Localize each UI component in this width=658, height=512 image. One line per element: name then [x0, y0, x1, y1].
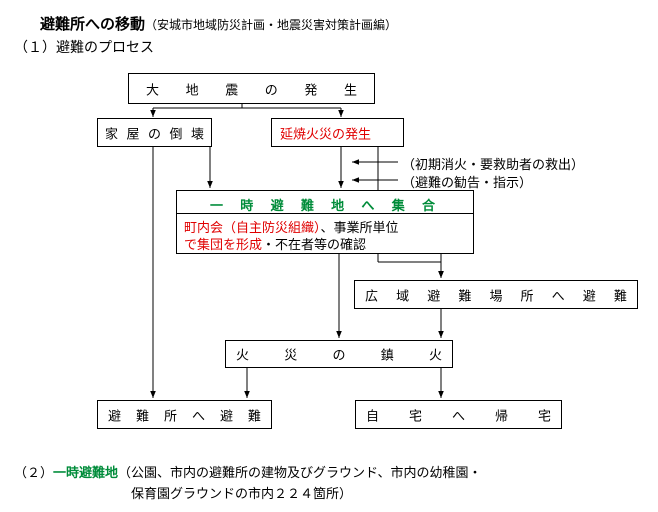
temp-evac-line2-black: ・不在者等の確認 — [262, 238, 367, 253]
box-char: 火 — [236, 348, 250, 364]
box-char: 生 — [343, 83, 357, 98]
page-title-row: 避難所への移動（安城市地域防災計画・地震災害対策計画編） — [40, 13, 397, 34]
footer-desc1: （公園、市内の避難所の建物及びグラウンド、市内の幼稚園・ — [118, 466, 482, 481]
box-char: 域 — [396, 289, 410, 304]
box-char: 発 — [304, 83, 318, 98]
box-char: 鎮 — [380, 348, 394, 364]
temp-evac-line2: で集団を形成・不在者等の確認 — [184, 234, 366, 253]
box-char: 難 — [247, 409, 261, 424]
footer-term: 一時避難地 — [53, 466, 119, 481]
temp-evac-line1-red: 町内会（自主防災組織） — [184, 221, 321, 236]
box-char: 宅 — [408, 409, 422, 424]
box-char: 一 — [210, 199, 224, 214]
box-char: 所 — [163, 409, 177, 424]
box-char: の — [332, 348, 346, 364]
box-fire-spread-text: 延焼火災の発生 — [280, 127, 372, 142]
box-wide-area-text: 広域避難場所へ避難 — [355, 285, 637, 304]
box-char: 火 — [428, 348, 442, 364]
box-house-collapse-text: 家屋の倒壊 — [98, 123, 211, 142]
box-char: 壊 — [190, 127, 204, 142]
box-char: 地 — [185, 83, 199, 98]
box-char: 時 — [240, 199, 254, 214]
box-char: 倒 — [169, 127, 183, 142]
box-char: 震 — [225, 83, 239, 98]
temp-evac-line2-red: で集団を形成 — [184, 238, 263, 253]
box-char: へ — [551, 289, 565, 304]
box-go-home: 自宅へ帰宅 — [355, 400, 562, 429]
box-char: 大 — [146, 83, 160, 98]
box-char: 難 — [458, 289, 472, 304]
page-title: 避難所への移動 — [40, 15, 146, 33]
box-char: 地 — [331, 199, 345, 214]
box-char: 宅 — [537, 409, 551, 424]
box-char: 避 — [270, 199, 284, 214]
box-to-shelter-text: 避難所へ避難 — [98, 405, 271, 424]
footer-number: （２） — [14, 466, 54, 481]
box-char: 所 — [520, 289, 534, 304]
box-char: 家 — [105, 127, 119, 142]
box-fire-spread: 延焼火災の発生 — [271, 118, 404, 147]
box-char: へ — [191, 409, 205, 424]
footer-line2: 保育園グラウンドの市内２２４箇所） — [131, 487, 353, 502]
box-fire-extinguished: 火災の鎮火 — [225, 340, 453, 368]
box-char: の — [147, 127, 161, 142]
box-char: 集 — [391, 199, 405, 214]
box-char: へ — [361, 199, 375, 214]
note-evacuation-order: （避難の勧告・指示） — [402, 176, 533, 191]
box-char: 災 — [284, 348, 298, 364]
footer-line1: （２）一時避難地（公園、市内の避難所の建物及びグラウンド、市内の幼稚園・ — [14, 462, 482, 481]
temp-evac-title: 一時避難地へ集合 — [210, 195, 435, 214]
box-earthquake: 大地震の発生 — [128, 73, 375, 104]
note-initial-response: （初期消火・要救助者の救出） — [402, 158, 585, 173]
box-earthquake-text: 大地震の発生 — [129, 79, 374, 98]
box-char: 難 — [135, 409, 149, 424]
box-to-shelter: 避難所へ避難 — [97, 400, 272, 429]
box-char: 避 — [582, 289, 596, 304]
box-char: の — [264, 83, 278, 98]
box-char: 屋 — [126, 127, 140, 142]
box-go-home-text: 自宅へ帰宅 — [356, 405, 561, 424]
box-char: 自 — [366, 409, 380, 424]
box-char: 難 — [300, 199, 314, 214]
page-subtitle: （安城市地域防災計画・地震災害対策計画編） — [145, 18, 398, 32]
box-char: 避 — [219, 409, 233, 424]
box-char: 広 — [365, 289, 379, 304]
box-wide-area-evacuation: 広域避難場所へ避難 — [354, 280, 638, 309]
box-char: 帰 — [494, 409, 508, 424]
box-char: 避 — [108, 409, 122, 424]
temp-evac-line1-black: 、事業所単位 — [320, 221, 399, 236]
box-char: へ — [451, 409, 465, 424]
temp-evac-divider — [177, 213, 473, 214]
box-char: 避 — [427, 289, 441, 304]
temp-evac-line1: 町内会（自主防災組織）、事業所単位 — [184, 217, 399, 236]
section-heading-process: （１）避難のプロセス — [14, 40, 154, 56]
box-char: 難 — [613, 289, 627, 304]
box-fire-extinguished-text: 火災の鎮火 — [226, 345, 452, 364]
box-temporary-evacuation: 一 時 避 難 地 へ 集 合 町内会（自主防災組織）、事業所単位 で集団を形成・不在者等の確… — [176, 190, 474, 254]
box-char: 場 — [489, 289, 503, 304]
box-char: 合 — [421, 199, 435, 214]
box-house-collapse: 家屋の倒壊 — [97, 118, 212, 147]
